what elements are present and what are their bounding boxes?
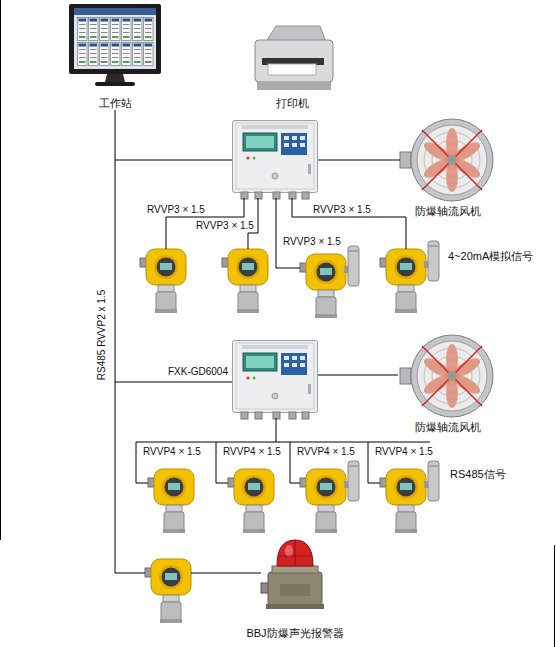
node-label: 打印机 — [276, 97, 309, 110]
bus-label: RS485 RVVP2 x 1.5 — [96, 290, 108, 380]
alarm-icon-part — [280, 584, 310, 596]
fan-node: 防爆轴流风机 — [398, 118, 498, 218]
node-label: 防爆轴流风机 — [415, 421, 481, 434]
wiring-part — [191, 573, 261, 574]
alarm-icon-part — [279, 556, 311, 557]
workstation-icon-part — [74, 8, 156, 69]
signal-label: RS485信号 — [450, 468, 506, 481]
gas-detector — [228, 469, 274, 533]
wiring-part — [276, 198, 300, 268]
node-label: BBJ防爆声光报警器 — [246, 627, 343, 640]
frame-line — [554, 545, 555, 647]
wiring — [115, 160, 430, 573]
fan-icon — [400, 119, 493, 201]
cable-label: RVVP3 × 1.5 — [196, 220, 254, 232]
workstation-icon-part — [74, 8, 156, 15]
gas-detector — [380, 461, 439, 533]
alarm-icon-part — [295, 540, 296, 566]
alarm-icon — [261, 540, 324, 609]
workstation-icon-part — [105, 74, 125, 82]
controller-unit — [233, 341, 318, 420]
node-label: FXK-GD6004 — [168, 365, 228, 378]
alarm-icon-part — [277, 540, 313, 566]
alarm-icon-part — [285, 545, 293, 557]
workstation-icon-part — [77, 17, 154, 67]
cable-connector — [115, 110, 232, 382]
cable-label: RVVP4 × 1.5 — [143, 446, 201, 458]
node-label: 工作站 — [99, 97, 132, 110]
fan-node: 防爆轴流风机 — [398, 334, 498, 434]
cable-connector — [318, 375, 398, 376]
gas-detector — [140, 249, 186, 313]
controller-unit — [233, 121, 318, 200]
printer-icon-part — [268, 64, 316, 75]
workstation-icon-part — [69, 4, 161, 74]
printer-icon — [255, 26, 333, 90]
gas-detector — [222, 249, 268, 313]
alarm-icon-part — [268, 572, 322, 606]
alarm-node: BBJ防爆声光报警器 — [235, 542, 355, 640]
printer-icon-part — [255, 40, 333, 82]
gas-detector — [300, 246, 359, 318]
wiring-part — [318, 160, 400, 161]
gas-detector — [148, 469, 194, 533]
wiring-part — [136, 442, 430, 443]
workstation-icon — [69, 4, 161, 86]
frame-line — [0, 0, 1, 540]
gas-detector — [380, 241, 439, 313]
gas-detector — [300, 461, 359, 533]
alarm-icon-part — [266, 604, 324, 609]
cable-label: RVVP3 × 1.5 — [283, 236, 341, 248]
printer-icon-part — [257, 82, 331, 90]
wiring-part — [276, 418, 277, 442]
wiring-part — [115, 382, 145, 573]
signal-label: 4~20mA模拟信号 — [448, 250, 533, 263]
wiring-part — [115, 160, 232, 161]
alarm-icon-part — [272, 566, 318, 573]
workstation-node: 工作站 — [68, 4, 162, 110]
gas-detector — [145, 559, 191, 623]
workstation-icon-part — [95, 82, 135, 86]
cable-label: RVVP4 × 1.5 — [375, 446, 433, 458]
fan-icon — [400, 335, 493, 417]
cable-label: RVVP4 × 1.5 — [223, 446, 281, 458]
cable-label: RVVP4 × 1.5 — [297, 446, 355, 458]
cable-label: RVVP3 × 1.5 — [147, 204, 205, 216]
controller-node: FXK-GD6004 — [232, 340, 318, 418]
printer-node: 打印机 — [244, 22, 340, 110]
node-label: 防爆轴流风机 — [415, 205, 481, 218]
cable-label: RVVP3 × 1.5 — [313, 204, 371, 216]
